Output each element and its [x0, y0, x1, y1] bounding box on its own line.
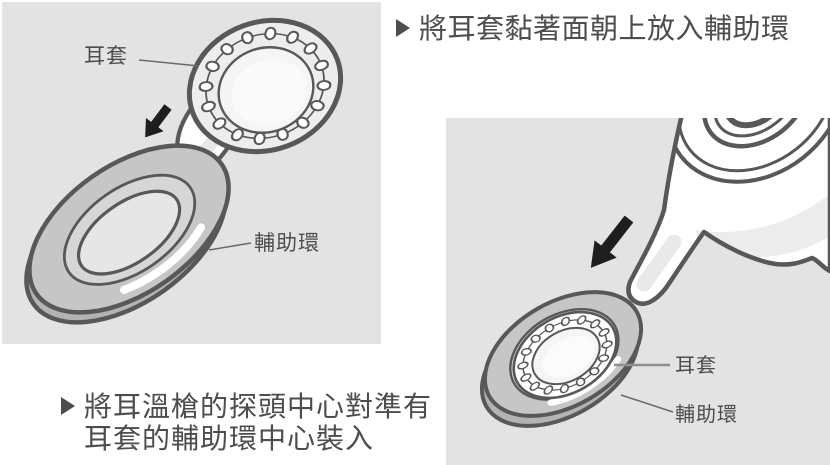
step1-text: 將耳套黏著面朝上放入輔助環	[419, 13, 790, 44]
probe-base-rings	[665, 118, 830, 184]
step2-instruction: 將耳溫槍的探頭中心對準有 耳套的輔助環中心裝入	[61, 391, 432, 455]
step-bullet-icon	[61, 397, 75, 415]
step-bullet-icon	[396, 19, 410, 37]
aux-ring-label: 輔助環	[675, 403, 738, 426]
step1-instruction: 將耳套黏著面朝上放入輔助環	[396, 13, 790, 45]
arrow-down-left-icon	[145, 104, 172, 138]
step2-line2: 耳套的輔助環中心裝入	[84, 423, 375, 454]
panel-ear-cover-and-ring: 耳套 輔助環	[2, 2, 381, 344]
panel-thermometer-insert: 耳套 輔助環	[446, 118, 830, 465]
step2-text: 將耳溫槍的探頭中心對準有 耳套的輔助環中心裝入	[84, 391, 432, 455]
leader-line-ear-cover	[138, 59, 200, 67]
arrow-down-left-icon	[590, 215, 634, 268]
step2-line1: 將耳溫槍的探頭中心對準有	[84, 391, 433, 422]
leader-line-aux-ring	[208, 242, 252, 251]
leader-line-aux-ring	[620, 394, 674, 413]
ear-cover-ring-illustration: 耳套 輔助環	[24, 17, 344, 325]
ear-cover-label: 耳套	[84, 45, 128, 68]
ear-cover-label: 耳套	[675, 354, 717, 377]
assembled-ring	[479, 290, 644, 428]
aux-ring	[24, 143, 231, 325]
aux-ring-label: 輔助環	[254, 232, 320, 255]
thermometer-insert-illustration: 耳套 輔助環	[479, 118, 830, 428]
ear-cover-face	[186, 17, 344, 155]
thermometer-body	[628, 118, 830, 304]
